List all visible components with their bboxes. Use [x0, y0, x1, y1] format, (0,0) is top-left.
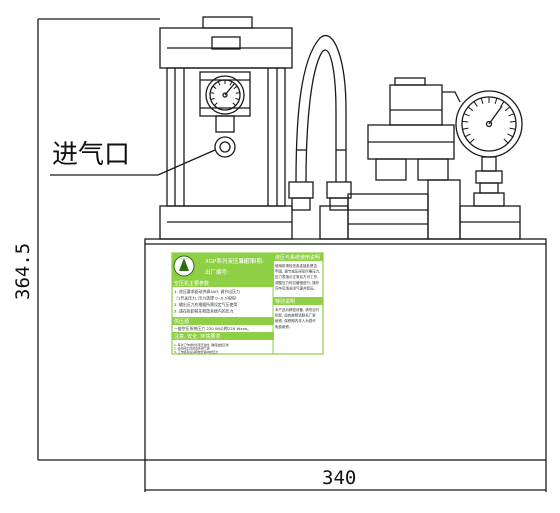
gauge-tick	[217, 81, 221, 86]
hydraulic-hose	[288, 35, 352, 211]
section2-lines: 一般空压系统压力 220 WJ公称220 Wxxk。	[174, 326, 251, 331]
gauge-tick	[235, 92, 240, 94]
gauge-tick	[469, 138, 475, 144]
height-dimension-value: 364.5	[12, 243, 34, 300]
hose-fitting-left	[288, 181, 314, 199]
section1-heading: 空压机主要参数	[174, 280, 209, 287]
nameplate-line: 一般空压系统压力 220 WJ公称220 Wxxk。	[174, 326, 251, 331]
gauge-tick	[480, 98, 484, 105]
nameplate-line: 使用前请检查各连接处是否	[275, 263, 317, 268]
nameplate-title: XGP系列液压泵组件	[205, 257, 255, 265]
nameplate-line: （1开关压力, 压力选择 0~0.5兆帕）	[174, 296, 239, 301]
gauge-tick	[507, 133, 514, 138]
manifold-block	[319, 179, 521, 240]
section3-bar	[172, 332, 274, 340]
gauge-tick	[462, 127, 469, 130]
height-dimension	[37, 18, 160, 461]
gauge-tick	[233, 85, 238, 89]
gauge-tick	[500, 101, 505, 107]
air-gauge-ticks	[210, 80, 240, 106]
gauge-tick	[508, 113, 515, 117]
nameplate-logo-mark	[179, 258, 189, 271]
solenoid-coil	[389, 84, 443, 126]
gauge-tick	[464, 133, 471, 138]
nameplate-line: 拆卸, 如有故障请联系厂家	[275, 313, 316, 318]
oil-pressure-gauge	[455, 90, 523, 207]
gauge-tick	[509, 120, 516, 123]
gauge-tick	[210, 92, 215, 94]
air-pressure-gauge	[205, 75, 245, 115]
section3-heading: 注意, 安全, 环境要求	[174, 333, 220, 340]
section2-bar	[172, 317, 274, 325]
gauge-tick	[210, 97, 215, 101]
gauge-tick	[509, 127, 516, 130]
nameplate-line: 3. 请在拆卸前先释放系统内的压力	[174, 309, 234, 314]
nameplate-border	[171, 252, 324, 355]
air-inlet-callout: 进气口	[52, 140, 130, 170]
air-inlet-leader	[50, 149, 216, 176]
gauge-tick	[467, 106, 474, 112]
width-dimension-value: 340	[322, 467, 356, 489]
right-section1-heading: 液压与系统使用说明	[275, 254, 320, 261]
nameplate-line: 维修, 保修期内非人为损坏	[275, 318, 316, 323]
nameplate-line: 2. 长时间工作时请关闭气源	[174, 345, 210, 350]
air-regulator	[199, 36, 251, 158]
factory-date-label: 出厂日期:	[240, 257, 264, 265]
gauge-tick	[504, 106, 511, 112]
section2-heading: 供压源	[174, 318, 189, 325]
nameplate-line: 3. 工作结束后请释放管路中的压力	[174, 349, 218, 354]
width-dimension	[144, 460, 547, 492]
nameplate-line: 完毕后请关闭气源并卸压。	[275, 285, 317, 290]
nameplate-line: 免费维修。	[275, 324, 293, 329]
section1-lines: 1. 进压要求驱动供调3AR, 调节出压力 （1开关压力, 压力选择 0~0.5兆…	[174, 289, 240, 314]
nameplate-line: 调整压力时应缓慢进行, 操作	[275, 280, 320, 285]
nameplate-line: 牢固, 调节减压阀至所需压力,	[275, 269, 320, 274]
gauge-tick	[473, 101, 478, 107]
nameplate-line: 1. 每次工作前检查液压油位, 确保油量正常	[174, 342, 229, 347]
right-section2-heading: 特别说明	[275, 298, 295, 305]
nameplate-line: 1. 进压要求驱动供调3AR, 调节出压力	[174, 289, 240, 294]
gauge-tick	[462, 120, 469, 123]
gauge-tick	[229, 81, 233, 86]
gauge-tick	[503, 138, 509, 144]
nameplate-line: 压力表指示正常后方可工作,	[275, 274, 318, 279]
solenoid-valve	[367, 77, 461, 181]
right-section1-bar	[273, 253, 323, 261]
nameplate: XGP系列液压泵组件 出厂日期: 出厂编号: 空压机主要参数 1. 进压要求驱动…	[171, 252, 324, 355]
gauge-tick	[463, 113, 470, 117]
right-section2-bar	[273, 297, 323, 305]
air-cylinder-block	[159, 16, 293, 240]
gauge-tick	[232, 102, 236, 106]
gauge-tick	[235, 97, 240, 101]
nameplate-line: 2. 输出压力应根据所需设定气压使用	[174, 302, 237, 307]
nameplate-line: 本产品为精密设备, 请勿自行	[275, 307, 320, 312]
oil-gauge-ticks	[462, 97, 516, 144]
serial-number-label: 出厂编号:	[205, 268, 229, 276]
air-inlet-port	[214, 136, 236, 158]
gauge-tick	[214, 102, 218, 106]
section1-bar	[172, 279, 274, 287]
gauge-tick	[494, 98, 498, 105]
gauge-tick	[212, 85, 217, 89]
